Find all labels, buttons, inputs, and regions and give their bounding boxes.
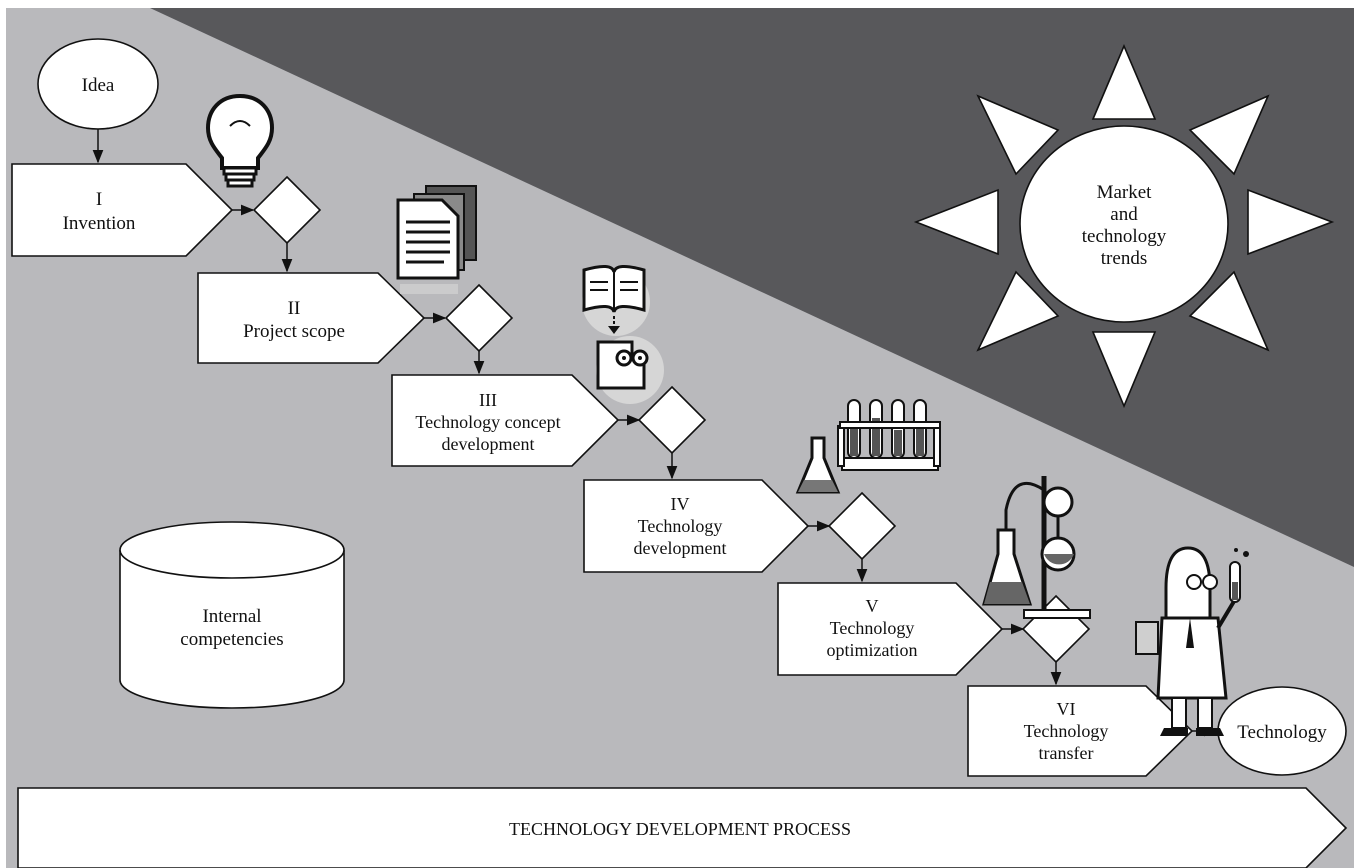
stage-vi-label-line: transfer bbox=[1039, 743, 1094, 763]
stage-iii-label-line: Technology concept bbox=[415, 412, 560, 432]
sun-label-line: and bbox=[1110, 204, 1138, 225]
technology-label: Technology bbox=[1237, 722, 1327, 743]
stage-iv: IV Technology development bbox=[583, 479, 897, 583]
stage-vi: VI Technology transfer bbox=[967, 685, 1218, 777]
stage-vi-numeral: VI bbox=[1057, 699, 1076, 719]
process-banner-label: TECHNOLOGY DEVELOPMENT PROCESS bbox=[509, 819, 851, 839]
stage-i-numeral: I bbox=[96, 189, 102, 210]
sun-ray bbox=[1247, 188, 1335, 256]
stage-v-label-line: optimization bbox=[827, 640, 918, 660]
sun-ray bbox=[976, 94, 1060, 176]
idea-label: Idea bbox=[82, 75, 115, 96]
sun-ray bbox=[1188, 94, 1270, 176]
stage-i-pentagon bbox=[11, 163, 234, 257]
stage-ii-pentagon bbox=[197, 272, 426, 364]
stage-ii-label: Project scope bbox=[243, 321, 345, 342]
stage-iv-label-line: Technology bbox=[638, 516, 723, 536]
sun-circle bbox=[1019, 125, 1229, 323]
light-bulb-icon bbox=[205, 93, 275, 188]
sun-label-line: Market bbox=[1097, 182, 1153, 203]
stage-iv-numeral: IV bbox=[671, 494, 690, 514]
lab-flask-icon bbox=[982, 476, 1091, 619]
documents-icon bbox=[396, 185, 477, 294]
stage-vi-pentagon bbox=[967, 685, 1194, 777]
internal-competencies-cylinder: Internal competencies bbox=[119, 521, 345, 709]
stage-vi-label-line: Technology bbox=[1024, 721, 1109, 741]
stage-v-numeral: V bbox=[866, 596, 879, 616]
sun-ray bbox=[913, 188, 999, 256]
cylinder-label-line: Internal bbox=[202, 606, 261, 627]
process-banner-arrow bbox=[17, 787, 1348, 868]
stage-iii-pentagon bbox=[391, 374, 620, 467]
stage-v-pentagon bbox=[777, 582, 1004, 676]
cylinder-body bbox=[119, 550, 345, 709]
stage-i: I Invention bbox=[11, 163, 322, 273]
stage-v-label-line: Technology bbox=[830, 618, 915, 638]
stage-iii: III Technology concept development bbox=[391, 374, 707, 480]
book-learning-icon bbox=[582, 265, 664, 404]
sun-label-line: technology bbox=[1082, 226, 1167, 247]
stage-iv-label-line: development bbox=[634, 538, 727, 558]
test-tubes-icon bbox=[795, 399, 941, 494]
stage-ii: II Project scope bbox=[197, 272, 514, 375]
stage-iii-label-line: development bbox=[442, 434, 535, 454]
stage-iv-pentagon bbox=[583, 479, 810, 573]
sun-ray bbox=[1091, 331, 1157, 409]
stage-i-label: Invention bbox=[63, 213, 136, 234]
dark-background bbox=[150, 8, 1354, 567]
market-trends-sun: Market and technology trends bbox=[913, 43, 1335, 409]
cylinder-top bbox=[119, 521, 345, 579]
sun-ray bbox=[1188, 270, 1270, 352]
stage-ii-numeral: II bbox=[288, 298, 301, 319]
sun-ray bbox=[1091, 43, 1157, 120]
stage-iii-numeral: III bbox=[479, 390, 497, 410]
scientist-icon bbox=[1135, 546, 1249, 736]
sun-label-line: trends bbox=[1101, 248, 1147, 269]
cylinder-label-line: competencies bbox=[180, 629, 283, 650]
sun-ray bbox=[976, 270, 1060, 352]
